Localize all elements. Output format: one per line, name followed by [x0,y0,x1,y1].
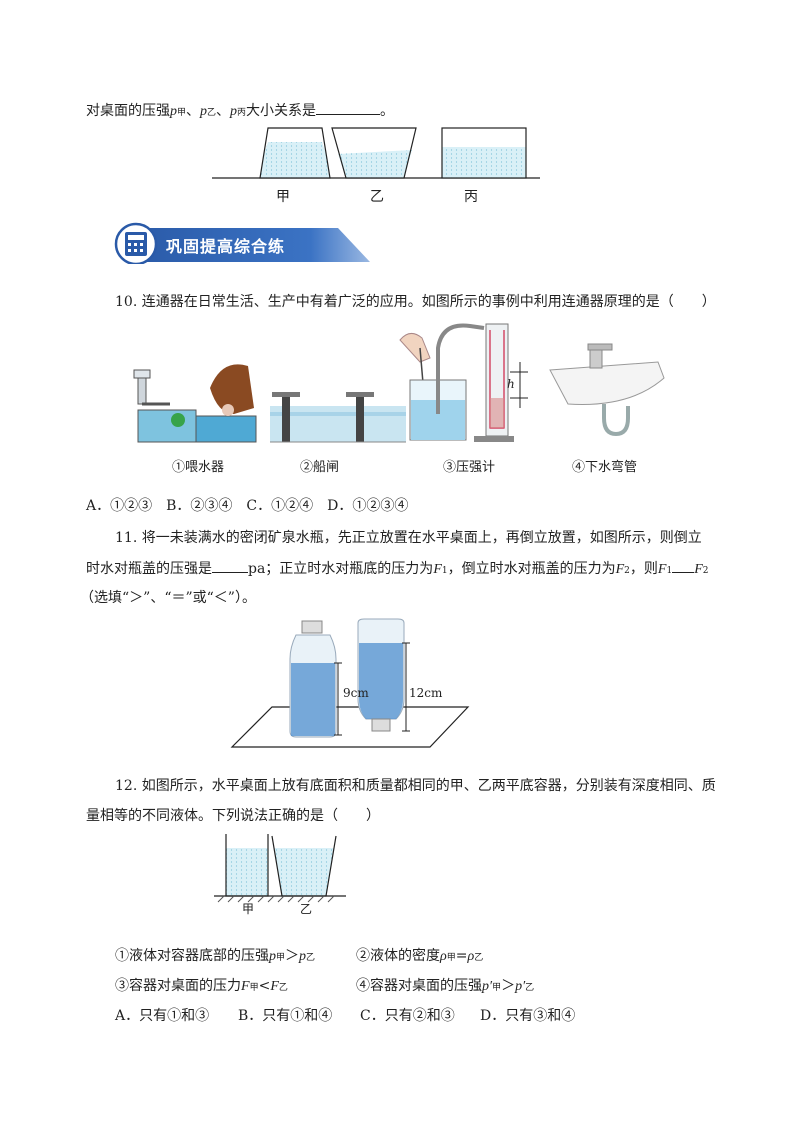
caption-manometer: ③压强计 [443,460,496,475]
q12-option-b: B．只有①和④ [238,1008,333,1024]
q11-bottles-figure [230,618,470,748]
container-bing [441,127,527,179]
calculator-icon [125,232,147,256]
q11-blank-pressure[interactable] [212,558,248,573]
caption-sink-trap: ④下水弯管 [572,460,638,475]
manometer-h-label: h [507,377,515,391]
section-banner [114,222,370,264]
q11-blank-compare[interactable] [672,558,695,573]
q12-containers-figure [214,834,346,903]
figure-ship-lock [270,392,406,443]
q10-figures [133,323,665,443]
figure-sink-trap [549,343,665,437]
q12-line1: 12. 如图所示，水平桌面上放有底面积和质量都相同的甲、乙两平底容器，分别装有深… [115,778,716,794]
bottle-inverted [357,618,405,732]
q12-line2: 量相等的不同液体。下列说法正确的是（ ） [86,808,380,824]
container-yi [331,127,417,179]
q11-line3: （选填“＞”、“＝”或“＜”）。 [80,590,256,606]
q9-containers-figure [212,127,540,179]
q12-option-c: C．只有②和③ [360,1008,455,1024]
caption-ship-lock: ②船闸 [300,460,340,475]
caption-feeder: ①喂水器 [172,460,225,475]
q10-options: A．①②③ B．②③④ C．①②④ D．①②③④ [86,498,409,514]
q9-answer-blank[interactable] [316,100,381,115]
figure-manometer [399,323,528,442]
height-label-12cm: 12cm [409,686,443,700]
q12-label-jia: 甲 [242,902,255,916]
q12-statement-4: ④容器对桌面的压强p′甲＞p′乙 [356,978,535,994]
q12-option-a: A．只有①和③ [115,1008,210,1024]
q11-line1: 11. 将一未装满水的密闭矿泉水瓶，先正立放置在水平桌面上，再倒立放置，如图所示… [115,530,702,546]
q12-statement-1: ①液体对容器底部的压强p甲＞p乙 [115,948,316,964]
figure-feeder [133,364,257,443]
q9-label-yi: 乙 [370,189,384,205]
q12-label-yi: 乙 [300,902,313,916]
height-label-9cm: 9cm [343,686,369,700]
q12-statement-3: ③容器对桌面的压力F甲<F乙 [115,978,288,994]
q9-label-jia: 甲 [276,189,290,205]
q9-label-bing: 丙 [464,189,478,205]
q12-statement-2: ②液体的密度ρ甲=ρ乙 [356,948,484,964]
q9-text-line: 对桌面的压强p甲、p乙、p丙大小关系是。 [86,100,394,123]
q12-option-d: D．只有③和④ [480,1008,576,1024]
container-jia [259,127,331,179]
bottle-upright [289,620,337,738]
q9-text-pre: 对桌面的压强 [86,103,170,119]
section-title: 巩固提高综合练 [166,237,286,256]
q10-question: 10. 连通器在日常生活、生产中有着广泛的应用。如图所示的事例中利用连通器原理的… [115,294,716,310]
